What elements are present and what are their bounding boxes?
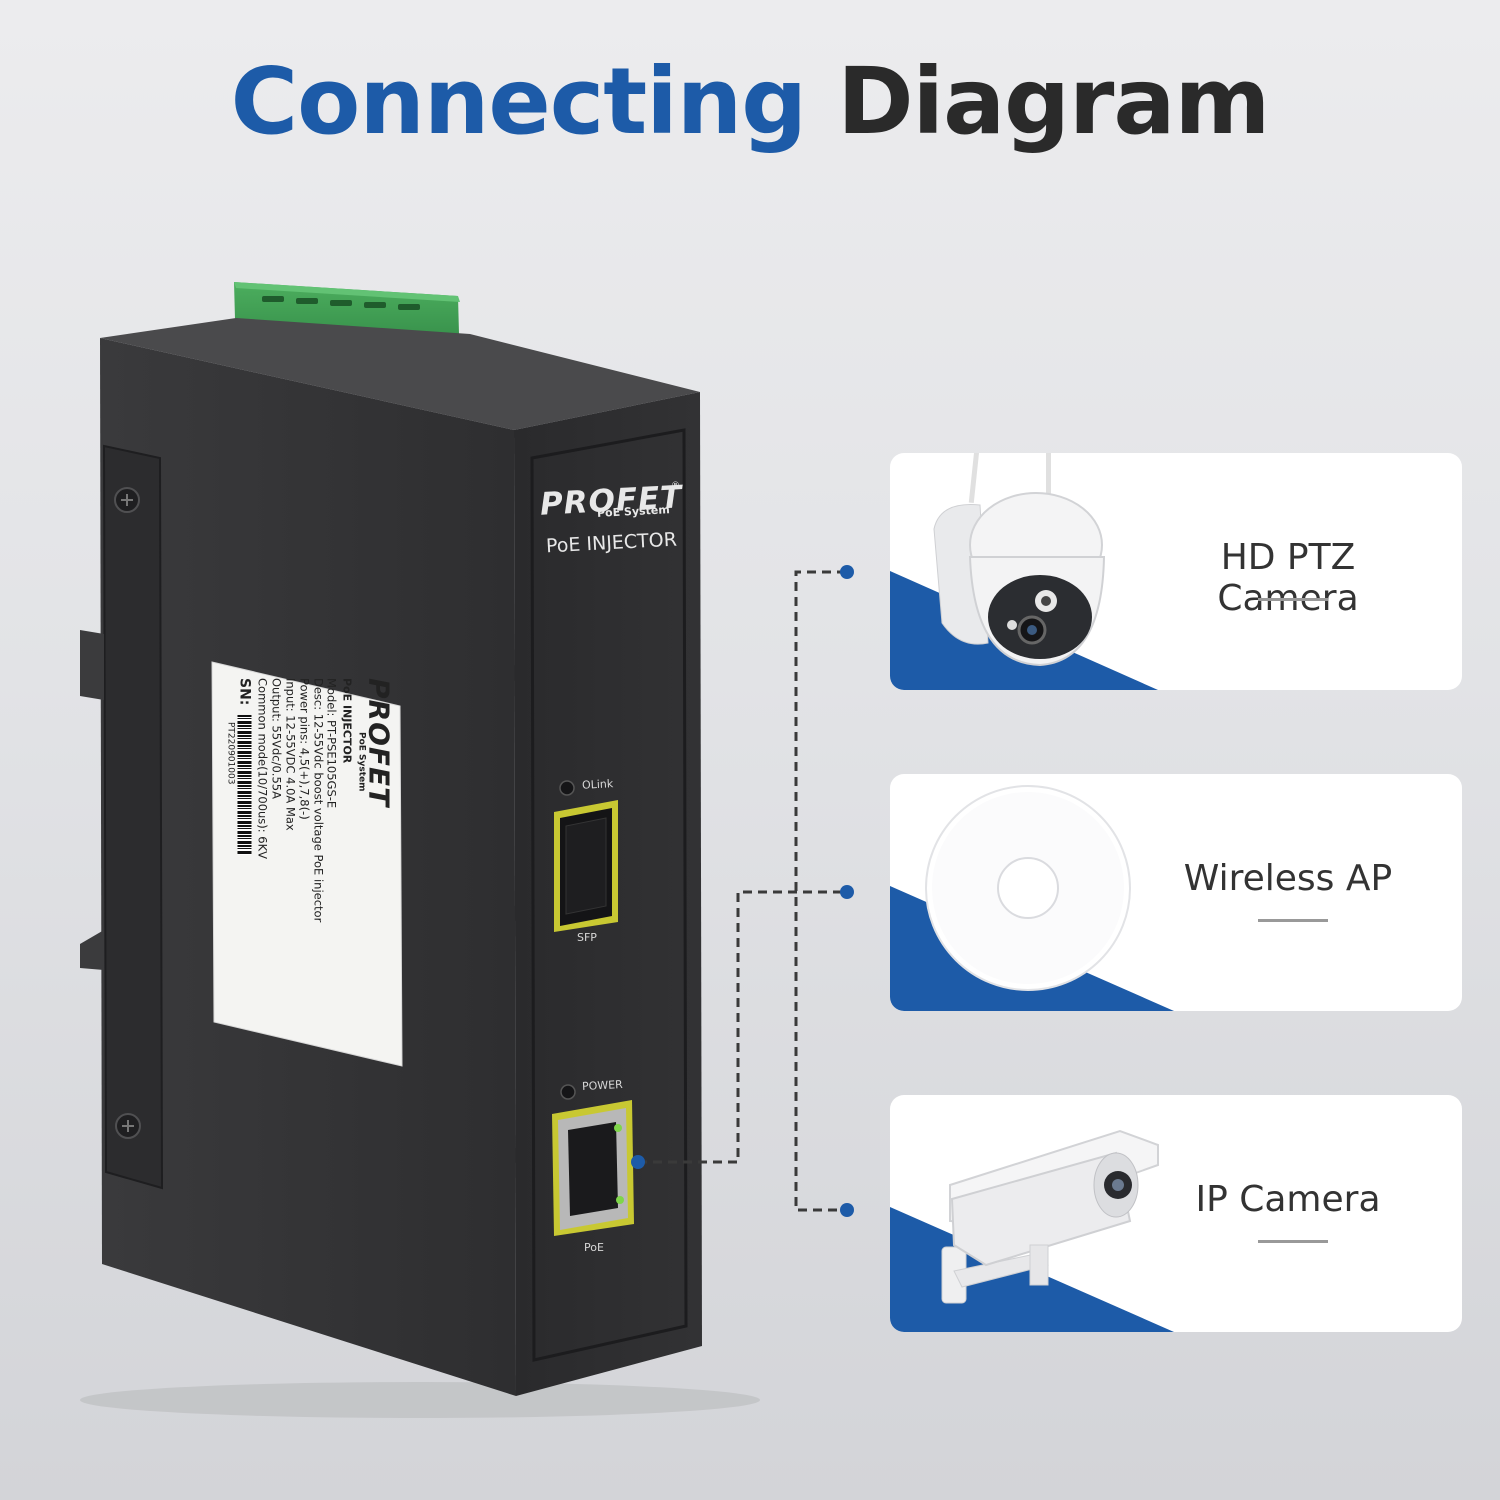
wireless-ap-dot <box>840 885 854 899</box>
ip-camera-icon <box>941 1129 1159 1304</box>
registered-mark: ® <box>671 481 680 491</box>
wireless-ap-icon <box>925 785 1131 991</box>
card-label-wireless-ap: Wireless AP <box>1183 858 1393 899</box>
screw-bottom-icon <box>115 1113 141 1139</box>
sfp-port <box>554 800 618 932</box>
title-part-diagram: Diagram <box>837 48 1270 155</box>
card-ip-camera: IP Camera <box>890 1095 1462 1332</box>
ptz-camera-icon <box>933 453 1106 667</box>
hub-bus-line <box>794 570 846 1212</box>
device-top <box>100 318 700 430</box>
card-wireless-ap: Wireless AP <box>890 774 1462 1011</box>
card-hd-ptz-camera: HD PTZ Camera <box>890 453 1462 690</box>
card-label-hd-ptz-camera: HD PTZ Camera <box>1217 537 1359 619</box>
ip-camera-dot <box>840 1203 854 1217</box>
poe-rj45-port <box>552 1100 634 1236</box>
title-part-connecting: Connecting <box>230 48 808 155</box>
poe-label: PoE <box>584 1241 604 1254</box>
device-shadow <box>80 1382 760 1418</box>
ptz-camera-dot <box>840 565 854 579</box>
olink-led <box>559 780 575 796</box>
screw-top-icon <box>114 487 140 513</box>
card-label-ip-camera: IP Camera <box>1195 1179 1381 1220</box>
page-title: Connecting Diagram <box>0 48 1500 155</box>
sfp-label: SFP <box>577 931 597 944</box>
poe-to-hub-line <box>638 890 846 1164</box>
power-led <box>560 1084 576 1100</box>
poe-connection-dot <box>631 1155 645 1169</box>
